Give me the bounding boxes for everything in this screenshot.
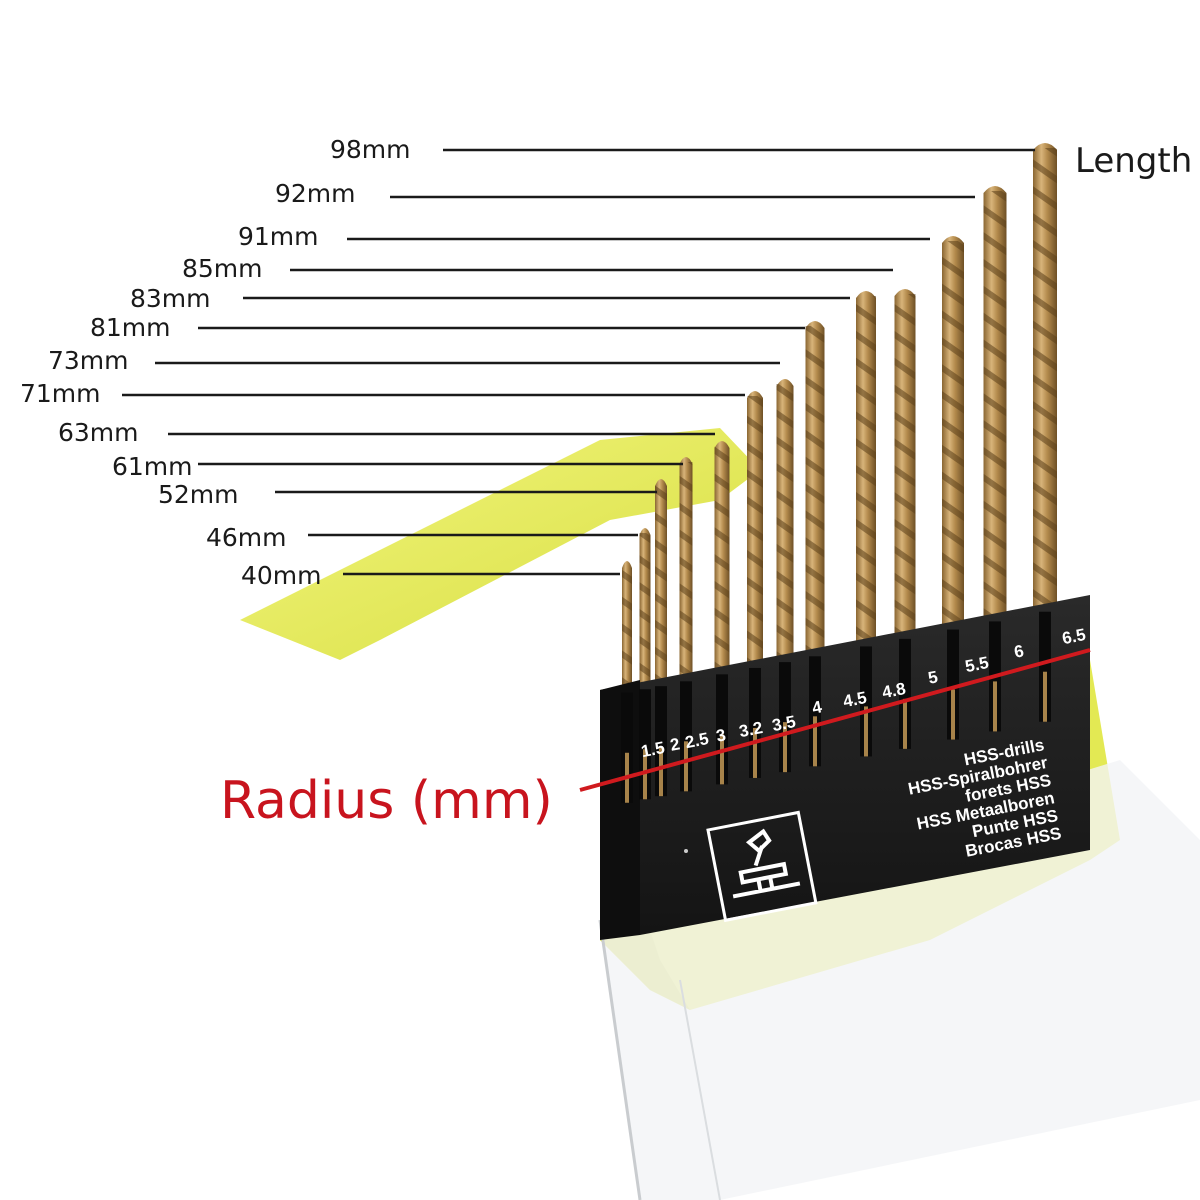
size-label: 3.2 [738, 718, 765, 741]
drill-flute [894, 294, 916, 661]
size-label: 6 [1012, 641, 1025, 661]
length-label: 81mm [90, 313, 171, 342]
holder-slot [716, 674, 728, 785]
drill-shank [783, 722, 787, 773]
drill-flute [639, 533, 651, 712]
drill-shank [643, 749, 647, 800]
size-label: 2.5 [684, 729, 711, 752]
drill-flute [655, 484, 667, 709]
size-label: 4 [810, 697, 823, 718]
size-label: 6.5 [1061, 625, 1088, 648]
length-label: 92mm [275, 179, 356, 208]
length-label: 46mm [206, 523, 287, 552]
size-label: 3 [714, 725, 727, 745]
size-label: 3.5 [771, 712, 798, 735]
size-label: 4.5 [842, 688, 869, 711]
length-leader-lines [122, 148, 1035, 576]
drill-flute [714, 446, 730, 697]
drill-flute [805, 326, 825, 679]
drill-shank [684, 741, 688, 792]
drill-shank [993, 681, 997, 732]
holder-slot [749, 667, 761, 778]
drill-bit [1033, 143, 1057, 634]
length-title: Length [1075, 141, 1192, 181]
drill-shank [1043, 671, 1047, 722]
size-label: 5.5 [964, 653, 991, 676]
size-label: 2 [668, 734, 681, 754]
drill-bit [856, 291, 876, 669]
holder-slot [809, 656, 821, 767]
length-label: 71mm [20, 379, 101, 408]
length-label: 98mm [330, 135, 411, 164]
length-label: 91mm [238, 222, 319, 251]
length-label: 63mm [58, 418, 139, 447]
drill-flute [679, 462, 693, 704]
drill-bit [747, 391, 763, 690]
drill-flute [1033, 148, 1057, 634]
anvil-hammer-logo-icon [706, 810, 818, 923]
holder-slots [621, 611, 1051, 803]
holder-slot [860, 646, 872, 757]
drill-flute [856, 296, 876, 669]
length-label: 52mm [158, 480, 239, 509]
drill-bit [622, 561, 632, 715]
size-label: 5 [926, 667, 939, 687]
drill-shank [753, 727, 757, 778]
drill-bit [679, 457, 693, 704]
length-label: 40mm [241, 561, 322, 590]
drill-bits [622, 143, 1057, 715]
size-label: 4.8 [881, 679, 908, 702]
holder-slot [779, 662, 791, 773]
drill-bit [942, 236, 964, 652]
holder-dot [684, 849, 688, 853]
holder-slot [899, 638, 911, 749]
drill-bit [639, 528, 651, 712]
radius-title: Radius (mm) [220, 771, 553, 831]
drill-bit [894, 289, 916, 661]
holder-slot [947, 629, 959, 740]
holder-slot [1039, 611, 1051, 722]
drill-flute [747, 396, 763, 690]
drill-shank [951, 689, 955, 740]
drill-bit [776, 379, 794, 685]
drill-flute [622, 566, 632, 715]
drill-bit [655, 479, 667, 709]
drill-shank [903, 698, 907, 749]
drill-bit [714, 441, 730, 697]
drill-shank [864, 706, 868, 757]
length-label: 85mm [182, 254, 263, 283]
drill-flute [942, 241, 964, 652]
length-label: 83mm [130, 284, 211, 313]
drill-flute [983, 191, 1007, 644]
drill-flute [776, 384, 794, 685]
radius-pointer-line [579, 648, 1091, 792]
drill-shank [659, 746, 663, 797]
drill-shank [813, 716, 817, 767]
holder-slot [680, 681, 692, 792]
drill-shank [720, 734, 724, 785]
length-label: 61mm [112, 452, 193, 481]
length-label: 73mm [48, 346, 129, 375]
clear-plastic-lid [598, 760, 1200, 1200]
drill-bit [805, 321, 825, 679]
drill-bit [983, 186, 1007, 644]
size-label: 1.5 [640, 738, 667, 761]
